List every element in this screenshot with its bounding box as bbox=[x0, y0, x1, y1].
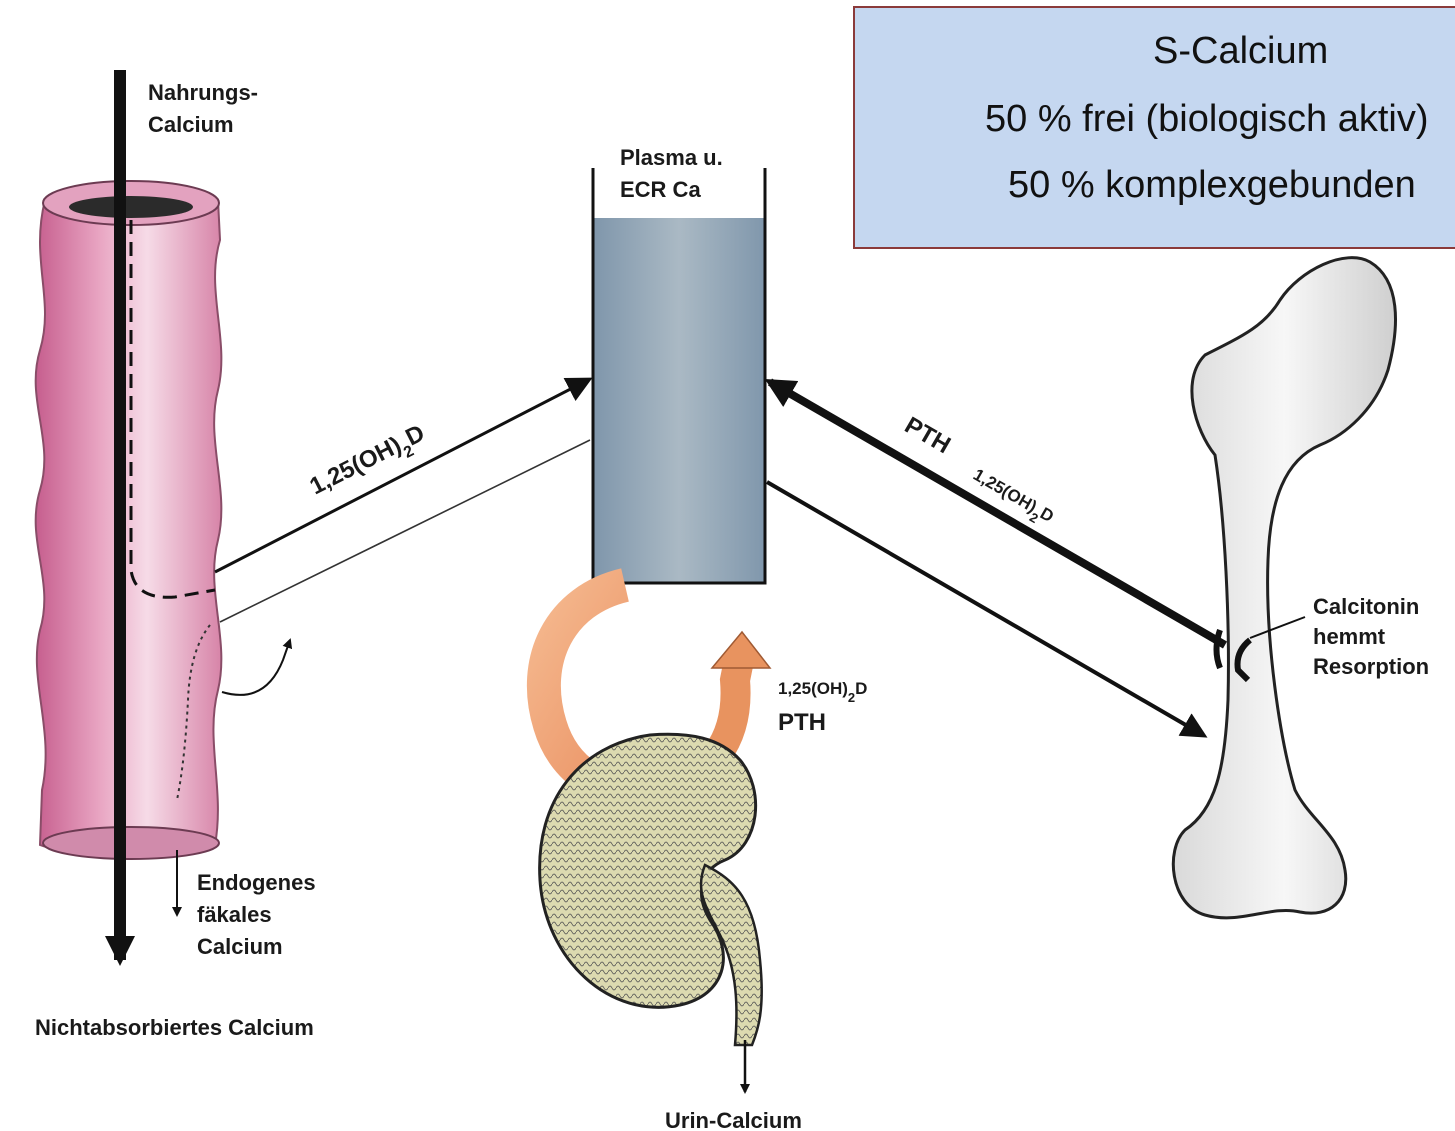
plasma-container bbox=[593, 168, 765, 583]
bone-femur bbox=[1173, 258, 1395, 918]
info-free-fraction: 50 % frei (biologisch aktiv) bbox=[985, 98, 1429, 141]
fecal-calcium-label: Endogenes fäkales Calcium bbox=[197, 870, 322, 959]
vitd-kidney-label: 1,25(OH)2D bbox=[778, 679, 867, 705]
serum-calcium-info-box: S-Calcium 50 % frei (biologisch aktiv) 5… bbox=[853, 6, 1455, 249]
pth-bone-label: PTH bbox=[900, 412, 955, 459]
intestine-tube bbox=[36, 181, 222, 859]
info-title: S-Calcium bbox=[1153, 30, 1328, 73]
calcitonin-label: Calcitonin hemmt Resorption bbox=[1313, 594, 1429, 679]
gut-to-plasma-arrow bbox=[215, 380, 588, 572]
plasma-to-gut-line bbox=[220, 440, 590, 622]
bone-to-plasma-arrow bbox=[770, 382, 1225, 645]
urine-calcium-label: Urin-Calcium bbox=[665, 1108, 802, 1131]
info-bound-fraction: 50 % komplexgebunden bbox=[1008, 164, 1416, 207]
plasma-label: Plasma u. ECR Ca bbox=[620, 145, 729, 202]
kidney bbox=[540, 734, 762, 1045]
dietary-calcium-label: Nahrungs- Calcium bbox=[148, 80, 264, 137]
recycle-arrow bbox=[222, 640, 290, 695]
unabsorbed-calcium-label: Nichtabsorbiertes Calcium bbox=[35, 1015, 314, 1040]
pth-kidney-label: PTH bbox=[778, 709, 826, 736]
